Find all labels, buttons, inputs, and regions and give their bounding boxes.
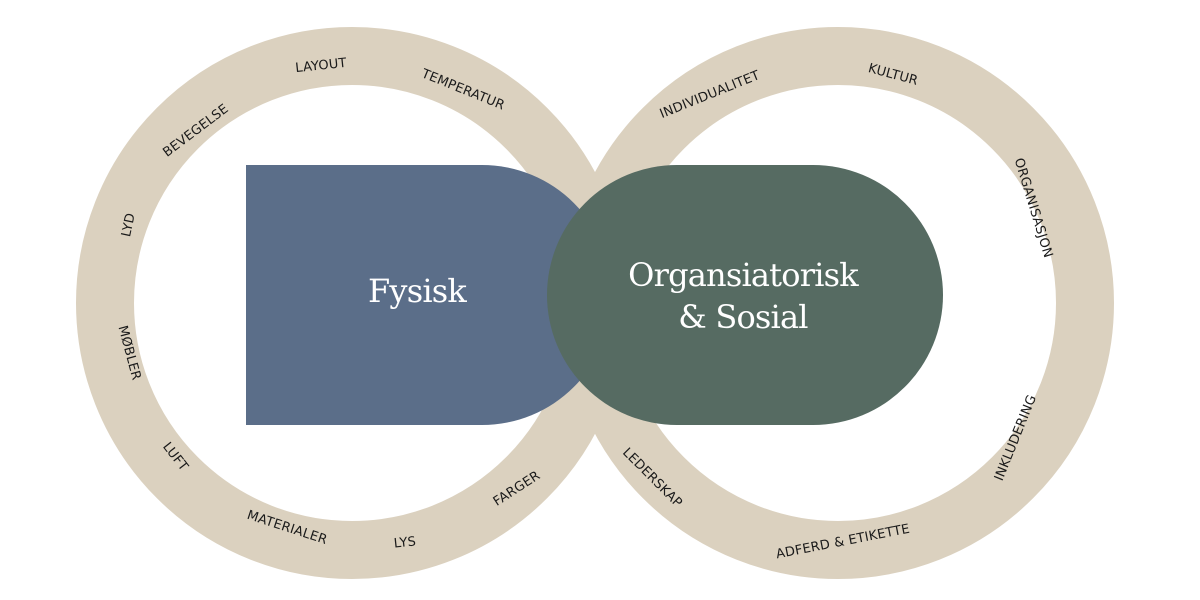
sosial-title-line2: & Sosial — [678, 298, 808, 336]
ring-label-lyd: LYD — [119, 212, 139, 239]
fysisk-block — [246, 165, 612, 425]
ring-label-layout: LAYOUT — [295, 56, 348, 76]
ring-label-lys: LYS — [393, 534, 417, 551]
sosial-block — [547, 165, 943, 425]
sosial-title-line1: Organsiatorisk — [628, 256, 859, 294]
fysisk-title: Fysisk — [368, 272, 467, 310]
